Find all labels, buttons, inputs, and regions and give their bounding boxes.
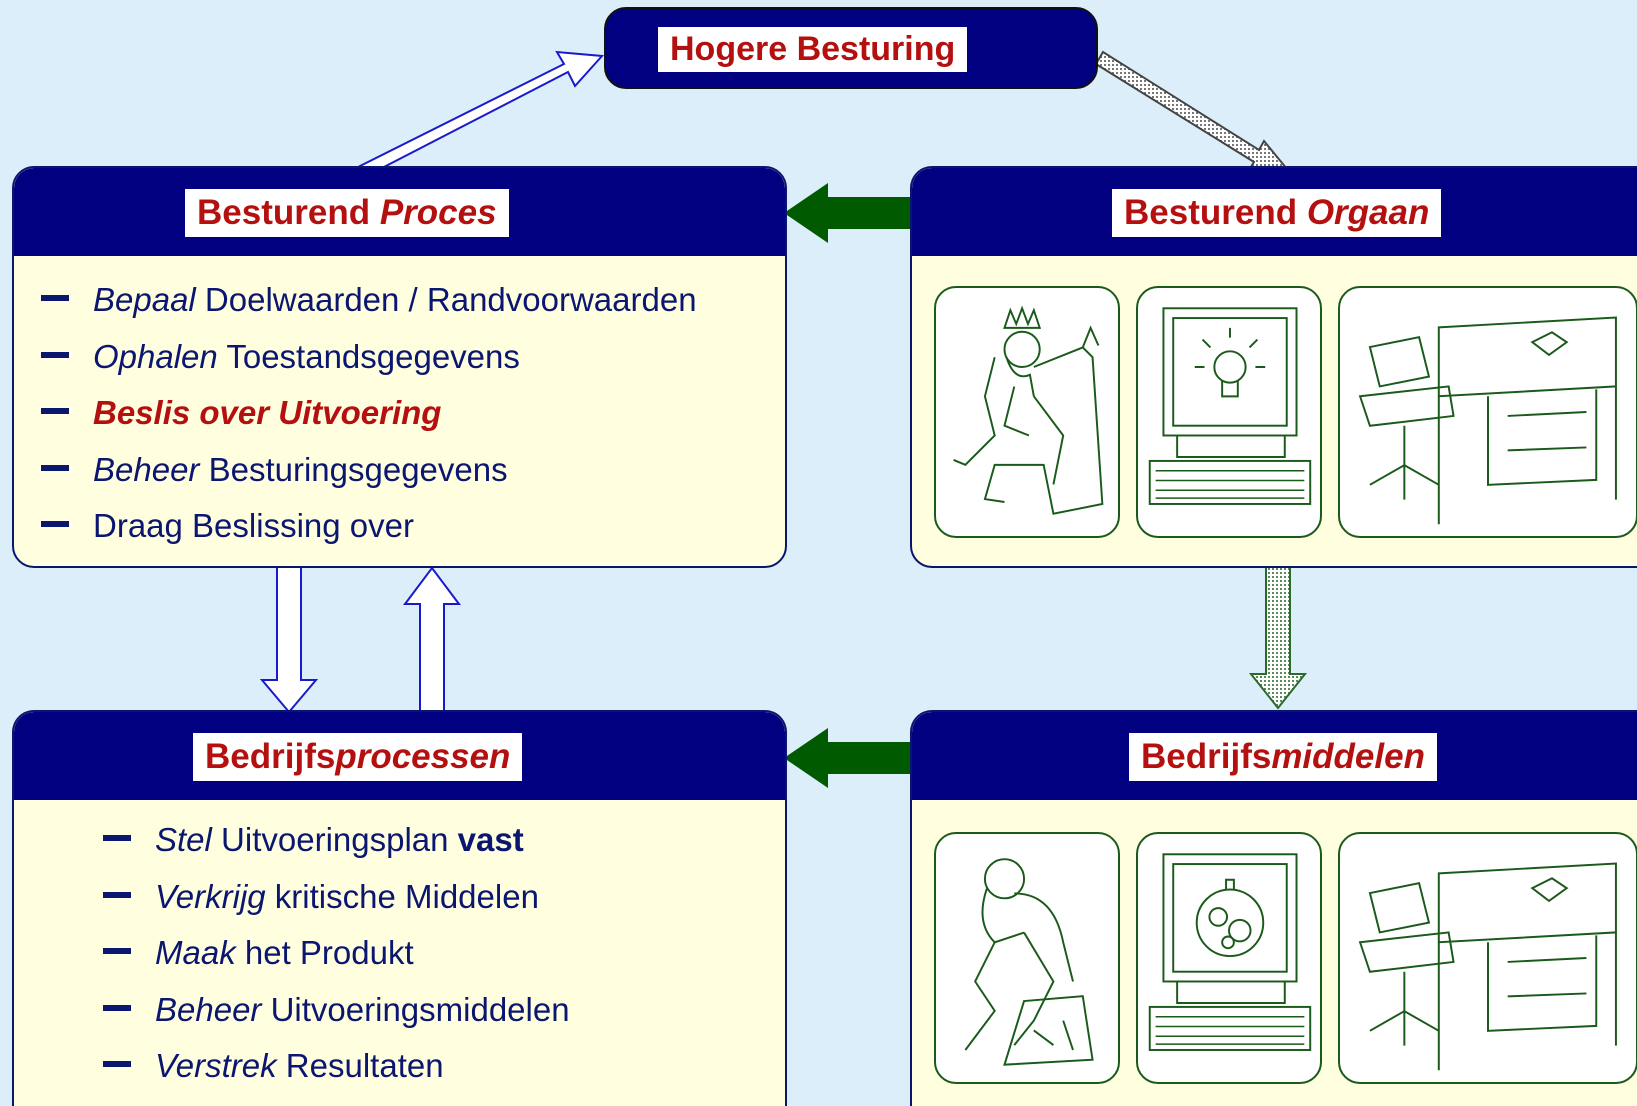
dash-bullet bbox=[103, 835, 131, 842]
controlling-organ-title: Besturend Orgaan bbox=[1112, 189, 1442, 237]
dash-bullet bbox=[103, 1004, 131, 1011]
title-plain: Besturend bbox=[197, 193, 380, 232]
dash-bullet bbox=[103, 1061, 131, 1068]
controlling-process-list: Bepaal Doelwaarden / Randvoorwaarden Oph… bbox=[41, 272, 697, 555]
item-text: Besturingsgegevens bbox=[199, 450, 508, 488]
list-item: Ophalen Toestandsgegevens bbox=[41, 329, 697, 386]
business-resources-title: Bedrijfsmiddelen bbox=[1129, 733, 1437, 781]
office-desk-icon bbox=[1338, 832, 1637, 1084]
dash-bullet bbox=[41, 351, 69, 358]
controlling-process-header: Besturend Proces bbox=[14, 168, 785, 256]
business-processes-box: Bedrijfsprocessen Stel Uitvoeringsplan v… bbox=[12, 710, 787, 1106]
item-verb: Verkrijg bbox=[155, 877, 266, 915]
title-plain: Bedrijfs bbox=[205, 737, 336, 776]
item-text: het Produkt bbox=[235, 934, 414, 971]
green-arrow-top bbox=[784, 183, 910, 243]
list-item: Maak het Produkt bbox=[103, 925, 570, 982]
dash-bullet bbox=[103, 891, 131, 898]
business-processes-header: Bedrijfsprocessen bbox=[14, 712, 785, 800]
dash-bullet bbox=[41, 295, 69, 302]
item-text: Doelwaarden / Randvoorwaarden bbox=[195, 281, 697, 318]
business-processes-list: Stel Uitvoeringsplan vast Verkrijg kriti… bbox=[103, 812, 570, 1095]
list-item: Draag Beslissing over bbox=[41, 498, 697, 555]
arrow-up-to-process bbox=[403, 566, 461, 713]
item-verb: Stel bbox=[155, 821, 212, 858]
green-arrow-bottom bbox=[784, 728, 910, 788]
controlling-process-box: Besturend Proces Bepaal Doelwaarden / Ra… bbox=[12, 166, 787, 568]
title-italic: Proces bbox=[379, 193, 497, 232]
item-verb: Beheer bbox=[155, 990, 262, 1028]
dash-bullet bbox=[41, 408, 69, 415]
item-verb: Verstrek bbox=[155, 1047, 277, 1084]
item-text: Uitvoeringsplan bbox=[211, 821, 458, 858]
title-plain: Besturend bbox=[1124, 193, 1307, 232]
office-desk-icon bbox=[1338, 286, 1637, 538]
title-italic: processen bbox=[335, 737, 511, 776]
list-item: Stel Uitvoeringsplan vast bbox=[103, 812, 570, 869]
higher-control-box: Hogere Besturing bbox=[604, 7, 1098, 89]
dash-bullet bbox=[103, 948, 131, 955]
thinker-statue-icon bbox=[934, 832, 1120, 1084]
list-item: Verkrijg kritische Middelen bbox=[103, 869, 570, 926]
item-text: Resultaten bbox=[276, 1047, 444, 1084]
computer-lightbulb-icon bbox=[1136, 286, 1322, 538]
arrow-down-to-processes bbox=[259, 565, 319, 714]
item-text: Draag Beslissing over bbox=[93, 507, 414, 544]
list-item: Verstrek Resultaten bbox=[103, 1038, 570, 1095]
item-text: Toestandsgegevens bbox=[217, 337, 520, 375]
title-italic: Orgaan bbox=[1306, 193, 1430, 232]
item-verb: Beslis over Uitvoering bbox=[93, 394, 442, 431]
title-plain: Bedrijfs bbox=[1141, 737, 1272, 776]
king-thinker-icon bbox=[934, 286, 1120, 538]
controlling-organ-box: Besturend Orgaan bbox=[910, 166, 1637, 568]
item-text: kritische Middelen bbox=[265, 877, 539, 915]
item-verb: Beheer bbox=[93, 450, 200, 488]
item-verb: Maak bbox=[155, 934, 236, 971]
item-verb: Ophalen bbox=[93, 337, 218, 375]
business-resources-box: Bedrijfsmiddelen bbox=[910, 710, 1637, 1106]
controlling-process-title: Besturend Proces bbox=[185, 189, 509, 237]
controlling-organ-header: Besturend Orgaan bbox=[912, 168, 1637, 256]
arrow-to-higher-control bbox=[358, 50, 605, 169]
item-verb: Bepaal bbox=[93, 281, 196, 318]
arrow-down-to-resources bbox=[1248, 565, 1308, 710]
item-bold: vast bbox=[457, 821, 524, 858]
title-italic: middelen bbox=[1271, 737, 1425, 776]
arrow-to-controlling-organ bbox=[1094, 50, 1290, 172]
computer-gears-icon bbox=[1136, 832, 1322, 1084]
business-resources-header: Bedrijfsmiddelen bbox=[912, 712, 1637, 800]
list-item: Beheer Uitvoeringsmiddelen bbox=[103, 982, 570, 1039]
list-item: Beheer Besturingsgegevens bbox=[41, 442, 697, 499]
dash-bullet bbox=[41, 464, 69, 471]
dash-bullet bbox=[41, 521, 69, 528]
list-item-highlight: Beslis over Uitvoering bbox=[41, 385, 697, 442]
business-processes-title: Bedrijfsprocessen bbox=[193, 733, 523, 781]
item-text: Uitvoeringsmiddelen bbox=[261, 990, 570, 1028]
higher-control-label: Hogere Besturing bbox=[658, 27, 968, 72]
list-item: Bepaal Doelwaarden / Randvoorwaarden bbox=[41, 272, 697, 329]
